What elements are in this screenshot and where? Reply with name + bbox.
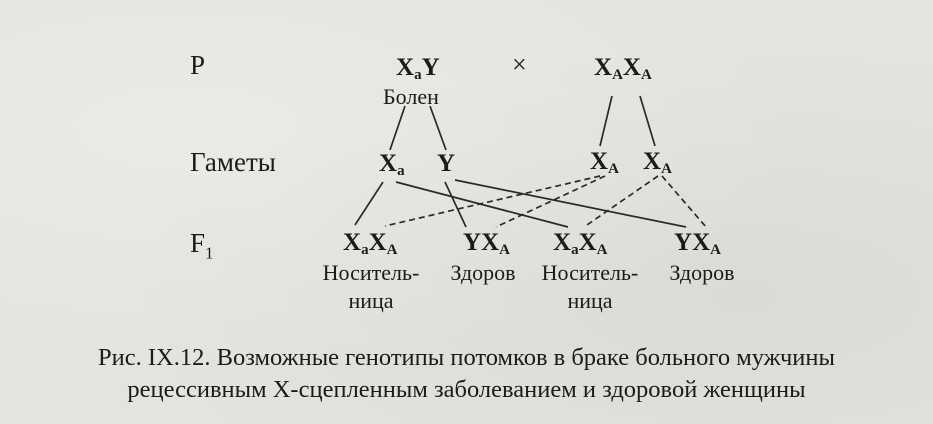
- offspring-3-genotype: XaXA: [553, 229, 608, 258]
- parent-male-status: Болен: [383, 84, 439, 109]
- offspring-3-status-line1: Носитель-: [541, 260, 639, 285]
- figure-caption-line1: Рис. IX.12. Возможные генотипы потомков …: [98, 344, 835, 371]
- offspring-2-status-line1: Здоров: [450, 260, 516, 285]
- parent-male-genotype: XaY: [396, 54, 440, 83]
- f1-label-main: F: [190, 228, 206, 258]
- line-gy-to-child4: [454, 179, 687, 228]
- parent-female-genotype: XAXA: [594, 54, 652, 83]
- line-male-to-gamete-y: [429, 105, 447, 151]
- gamete-female-xA-1: XA: [590, 148, 619, 177]
- cross-symbol: ×: [512, 50, 527, 79]
- offspring-4-status: Здоров: [660, 259, 744, 287]
- offspring-1-status-line1: Носитель-: [322, 260, 420, 285]
- offspring-4-genotype: YXA: [674, 229, 721, 258]
- figure-caption: Рис. IX.12. Возможные генотипы потомков …: [0, 342, 933, 406]
- offspring-2-status: Здоров: [441, 259, 525, 287]
- line-gxA2-to-child4: [661, 175, 707, 228]
- line-female-to-gamete-xa-1: [599, 95, 613, 147]
- line-gxA1-to-child2: [495, 175, 606, 228]
- line-female-to-gamete-xa-2: [639, 95, 656, 147]
- row-label-parents: P: [190, 50, 206, 80]
- line-gy-to-child2: [444, 181, 467, 228]
- row-label-f1: F1: [190, 228, 214, 263]
- gamete-male-y: Y: [437, 150, 456, 177]
- offspring-3-status: Носитель- ница: [532, 259, 648, 314]
- line-gxA2-to-child3: [583, 175, 659, 228]
- line-male-to-gamete-xa: [389, 105, 406, 151]
- line-gxA1-to-child1: [384, 175, 601, 227]
- f1-label-sub: 1: [205, 243, 214, 263]
- line-gxa-to-child3: [395, 181, 569, 228]
- offspring-1-genotype: XaXA: [343, 229, 398, 258]
- offspring-4-status-line1: Здоров: [669, 260, 735, 285]
- offspring-2-genotype: YXA: [463, 229, 510, 258]
- row-label-gametes: Гаметы: [190, 147, 276, 177]
- gamete-female-xA-2: XA: [643, 148, 672, 177]
- figure-caption-line2: рецессивным Х-сцепленным заболеванием и …: [127, 375, 806, 403]
- offspring-1-status: Носитель- ница: [313, 259, 429, 314]
- line-gxa-to-child1: [354, 181, 384, 226]
- gamete-male-xa: Xa: [379, 150, 405, 179]
- offspring-1-status-line2: ница: [348, 287, 394, 313]
- offspring-3-status-line2: ница: [567, 287, 613, 313]
